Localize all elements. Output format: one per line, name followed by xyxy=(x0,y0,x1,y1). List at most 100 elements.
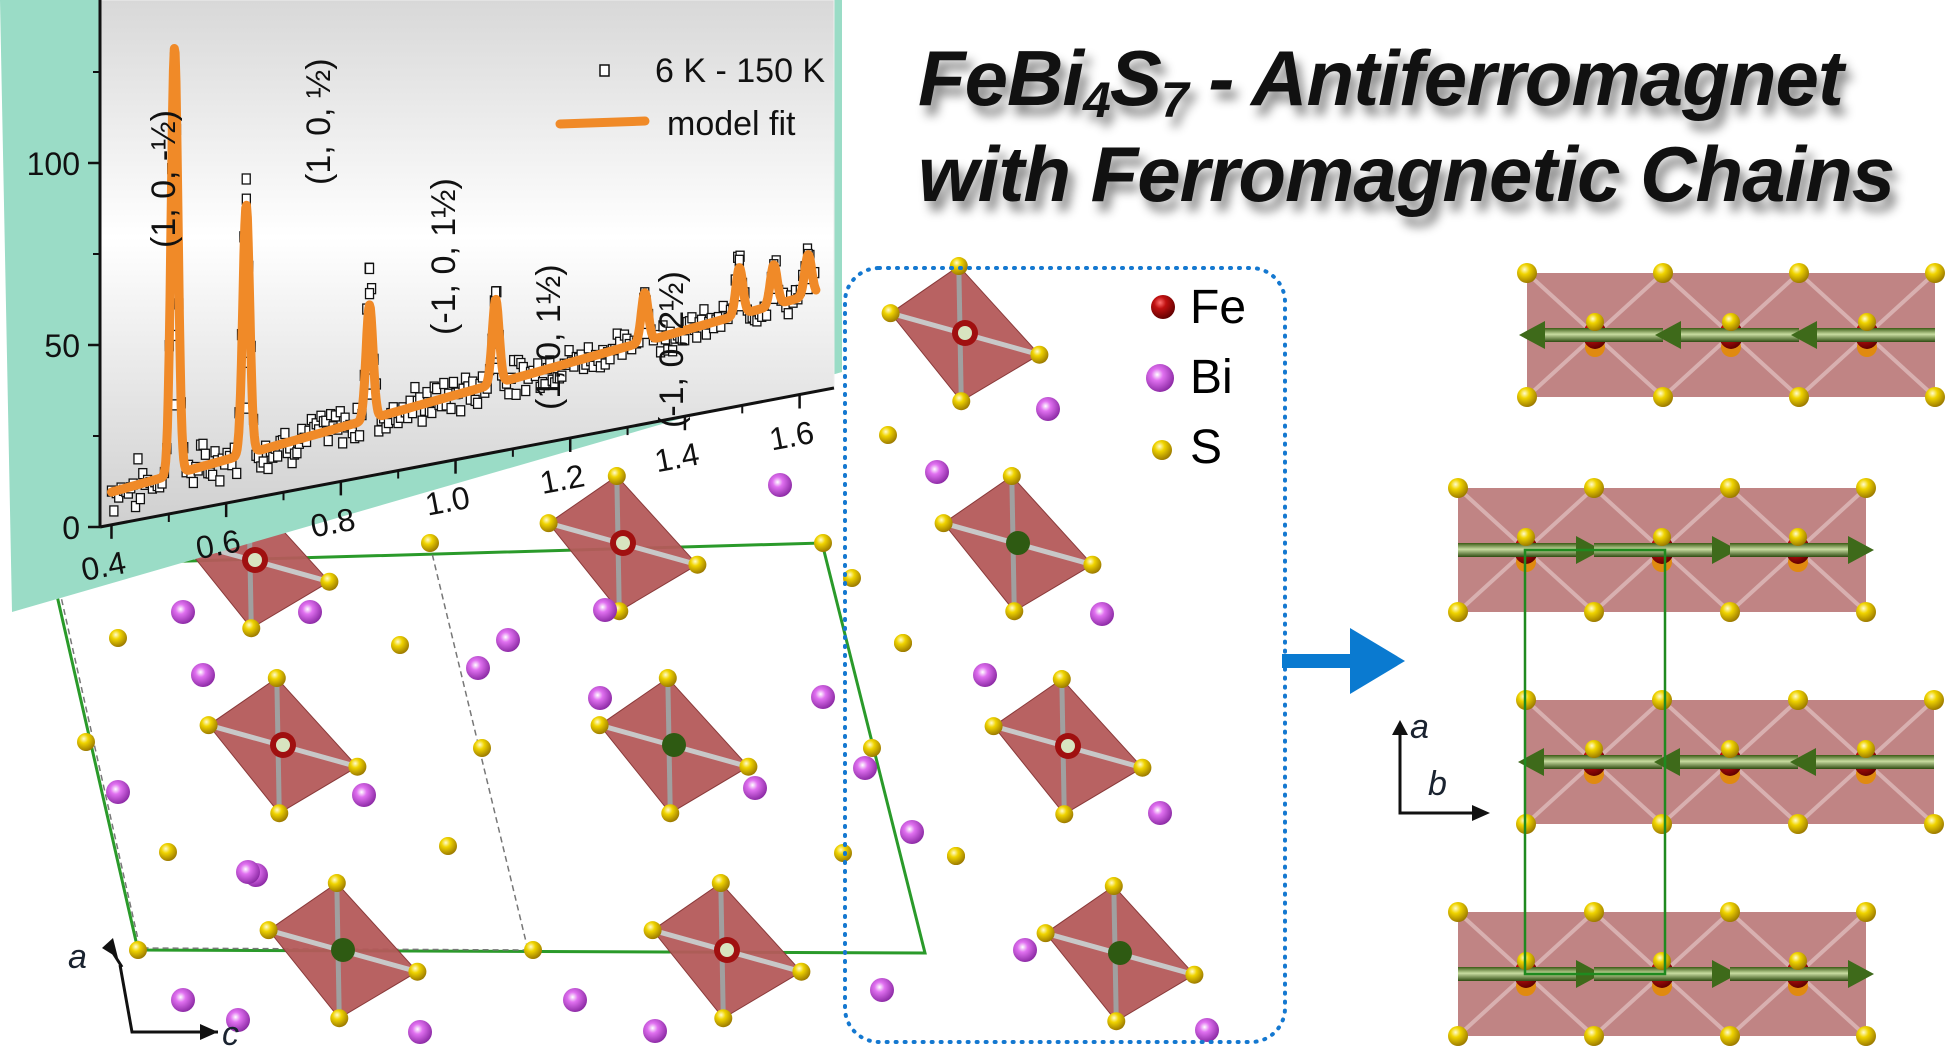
bi-atom xyxy=(743,776,767,800)
data-point xyxy=(701,328,712,340)
s-atom xyxy=(881,304,900,323)
peak-label: (-1, 0, 2½) xyxy=(653,271,691,428)
feS6-octahedron xyxy=(1036,877,1204,1031)
s-atom xyxy=(77,733,95,751)
s-atom xyxy=(1517,528,1535,546)
arrow-head xyxy=(1848,536,1874,564)
fe-moment-out-of-page xyxy=(958,326,972,340)
data-point xyxy=(521,384,531,397)
bi-atom xyxy=(352,783,376,807)
s-atom xyxy=(814,534,832,552)
axis-label-c: c xyxy=(222,1015,239,1050)
bi-atom xyxy=(1036,397,1060,421)
s-atom xyxy=(949,257,968,276)
s-atom xyxy=(408,962,427,981)
data-point xyxy=(232,467,242,480)
arrow-shaft xyxy=(1545,328,1663,342)
s-atom xyxy=(1133,758,1152,777)
legend-marker-fit xyxy=(555,116,650,129)
title-antiferromagnet: - Antiferromagnet xyxy=(1187,34,1843,122)
ferromagnetic-chain xyxy=(1516,690,1944,834)
bi-atom xyxy=(496,628,520,652)
bi-atom xyxy=(1090,602,1114,626)
bi-atom xyxy=(768,473,792,497)
magnetic-moment-left-arrow-icon xyxy=(1790,748,1934,776)
bi-atom xyxy=(853,756,877,780)
s-atom xyxy=(1448,902,1468,922)
magnetic-moment-left-arrow-icon xyxy=(1791,321,1935,349)
s-atom xyxy=(1030,345,1049,364)
bi-atom xyxy=(900,820,924,844)
magnetic-moment-left-arrow-icon xyxy=(1654,748,1798,776)
s-atom xyxy=(1788,814,1808,834)
arrow-shaft xyxy=(1680,755,1798,769)
magnetic-moment-right-arrow-icon xyxy=(1730,536,1874,564)
arrow-head xyxy=(1791,321,1817,349)
s-atom xyxy=(439,837,457,855)
s-atom xyxy=(1584,478,1604,498)
s-atom xyxy=(688,555,707,574)
data-point xyxy=(364,287,375,300)
feS6-octahedron xyxy=(984,670,1152,824)
s-atom xyxy=(984,717,1003,736)
s-atom xyxy=(1856,902,1876,922)
unit-cell-outline xyxy=(1523,548,1667,976)
x-tick-label: 1.0 xyxy=(422,479,472,523)
s-atom xyxy=(1002,467,1021,486)
bi-atom xyxy=(588,686,612,710)
s-atom xyxy=(109,629,127,647)
s-atom xyxy=(159,843,177,861)
crystal-structure-ac-view xyxy=(48,257,1219,1044)
s-atom xyxy=(1720,1026,1740,1046)
arrow-shaft xyxy=(1817,328,1935,342)
data-point xyxy=(511,388,521,400)
s-atom xyxy=(1584,902,1604,922)
s-atom xyxy=(1653,952,1671,970)
data-point xyxy=(410,381,420,394)
data-point xyxy=(258,456,268,468)
s-atom xyxy=(1052,670,1071,689)
s-atom xyxy=(1448,1026,1468,1046)
x-tick-label: 1.6 xyxy=(766,414,816,458)
data-point xyxy=(364,262,375,275)
s-atom xyxy=(1789,263,1809,283)
arrow-shaft xyxy=(1730,543,1848,557)
s-atom xyxy=(524,941,542,959)
s-atom xyxy=(1036,924,1055,943)
arrow-shaft xyxy=(1816,755,1934,769)
model-fit-line xyxy=(107,44,821,497)
bi-atom xyxy=(811,685,835,709)
data-point xyxy=(188,476,199,489)
s-atom xyxy=(1789,387,1809,407)
legend-s-ball xyxy=(1152,440,1172,460)
data-point xyxy=(280,427,290,440)
data-point xyxy=(699,304,709,316)
magnetic-moment-right-arrow-icon xyxy=(1730,960,1874,988)
data-point xyxy=(292,447,302,459)
legend-label-fit: model fit xyxy=(667,105,796,143)
bi-atom xyxy=(870,978,894,1002)
bi-atom xyxy=(643,1019,667,1043)
s-atom xyxy=(1585,740,1603,758)
x-tick-label: 0.4 xyxy=(78,544,128,588)
arrow-head xyxy=(1790,748,1816,776)
magnetic-chains-ab-view xyxy=(1448,263,1945,1046)
s-atom xyxy=(1858,313,1876,331)
data-point xyxy=(198,438,208,450)
s-atom xyxy=(792,962,811,981)
s-atom xyxy=(1652,690,1672,710)
data-point xyxy=(338,437,348,449)
s-atom xyxy=(1584,1026,1604,1046)
s-atom xyxy=(1185,965,1204,984)
data-point xyxy=(667,345,678,357)
legend-label-fe: Fe xyxy=(1190,281,1247,334)
selection-box xyxy=(843,266,1287,1044)
s-atom xyxy=(1720,478,1740,498)
bi-atom xyxy=(191,663,215,687)
s-atom xyxy=(539,514,558,533)
data-point xyxy=(323,434,333,447)
magnetic-moment-left-arrow-icon xyxy=(1519,321,1663,349)
data-point xyxy=(456,405,466,417)
